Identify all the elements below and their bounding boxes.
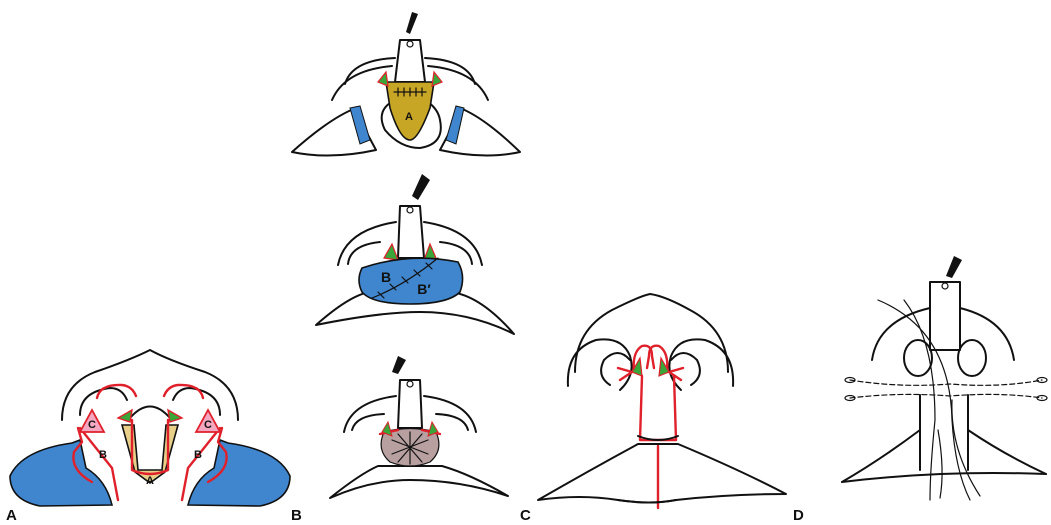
flap-b-left-label: B [99, 449, 107, 461]
green-triangle-left [118, 410, 132, 422]
flap-c-left-label: C [88, 419, 96, 431]
panel-a-label: A [6, 507, 17, 524]
flap-b-label-b2: B [381, 269, 391, 285]
flap-b-right-label: B [194, 449, 202, 461]
panel-b-step-1: A [292, 12, 520, 156]
skin-hook-icon [946, 256, 962, 278]
panel-b-step-2: B B′ [316, 174, 514, 334]
flap-a-label: A [146, 475, 154, 487]
panel-b-label: B [291, 507, 302, 524]
skin-hook-icon [406, 12, 418, 34]
panel-b: B A [291, 12, 520, 524]
panel-d: D [793, 256, 1047, 524]
panel-b-step-3 [330, 356, 508, 498]
flap-c-right-label: C [204, 419, 212, 431]
flap-b-prime-label-b2: B′ [417, 281, 431, 297]
green-triangle-right [168, 410, 182, 422]
panel-a: C C B B A A [6, 350, 290, 524]
skin-hook-icon [392, 356, 406, 374]
skin-hook-icon [412, 174, 430, 200]
panel-c: C [520, 294, 786, 524]
panel-d-label: D [793, 507, 804, 524]
panel-c-label: C [520, 507, 531, 524]
flap-a-label-b1: A [405, 111, 413, 123]
